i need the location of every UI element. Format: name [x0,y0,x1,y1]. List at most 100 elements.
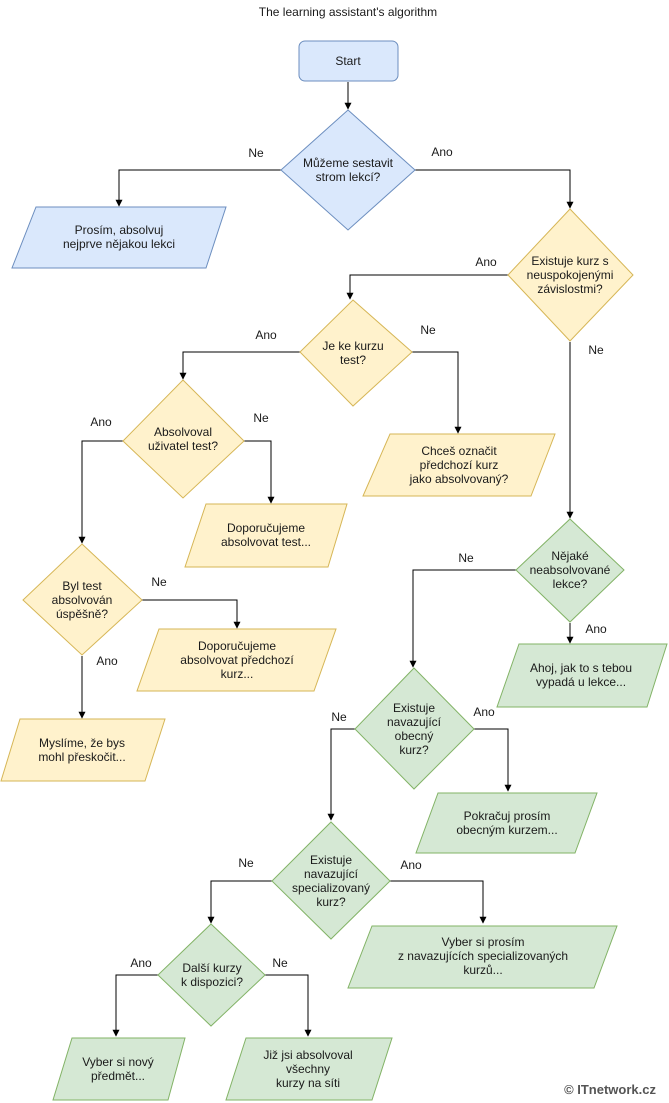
edge-test-no [412,351,462,434]
label-line: závislostmi? [537,282,603,296]
edge-label-unfinished-yes: Ano [585,622,607,636]
edge-general-yes [474,728,512,792]
label-line: Myslíme, že bys [39,736,125,750]
label-line: Byl test [62,579,102,593]
label-line: všechny [286,1062,330,1076]
edge-general-no [327,728,355,821]
label-line: nejprve nějakou lekci [63,237,175,251]
label-line: k dispozici? [181,975,243,989]
edge-test-yes [179,351,300,380]
edge-label-special-no: Ne [238,856,254,870]
label-line: předmět... [91,1069,145,1083]
edge-label-unsat-no: Ne [588,343,604,357]
label-line: Je ke kurzu [322,339,383,353]
label-line: jako absolvovaný? [409,472,509,486]
edge-more-no [265,974,312,1037]
label-line: Start [335,54,361,68]
edge-unfinished-no [409,569,516,668]
label-line: kurz? [399,743,429,757]
label-line: obecným kurzem... [456,823,557,837]
label-line: Existuje [393,701,435,715]
edge-tree-yes [415,169,574,209]
label-line: uživatel test? [148,439,218,453]
edge-special-yes [390,880,487,924]
label-line: Vyber si prosím [442,935,525,949]
edge-labels: Ne Ano Ano Ne Ano Ne Ano Ne Ne Ano Ne An… [90,145,607,970]
edges [78,82,574,1037]
edge-label-passed-yes: Ano [96,654,118,668]
edge-label-tree-yes: Ano [431,145,453,159]
label-line: absolvovat test... [221,535,311,549]
label-line: strom lekcí? [316,170,381,184]
label-line: Existuje [310,853,352,867]
label-line: vypadá u lekce... [536,675,626,689]
watermark: © ITnetwork.cz [564,1082,656,1097]
edge-label-more-yes: Ano [130,956,152,970]
label-line: Doporučujeme [227,521,305,535]
label-line: Nějaké [551,549,589,563]
edge-passed-no [142,599,241,629]
label-line: Ahoj, jak to s tebou [530,661,632,675]
edge-label-usertest-no: Ne [253,411,269,425]
label-line: lekce? [553,577,588,591]
label-line: neabsolvované [530,563,611,577]
edge-special-no [207,880,272,924]
label-line: absolvovat předchozí [180,653,294,667]
label-line: test? [340,353,366,367]
diagram-title: The learning assistant's algorithm [259,5,437,19]
label-line: navazující [304,867,359,881]
label-line: Můžeme sestavit [303,156,394,170]
label-line: Vyber si nový [82,1055,154,1069]
edge-label-passed-no: Ne [151,575,167,589]
label-line: mohl přeskočit... [38,750,125,764]
edge-label-test-yes: Ano [255,328,277,342]
edge-unsat-yes [346,274,508,300]
label-line: Další kurzy [182,961,241,975]
node-start: Start [298,40,399,82]
label-line: Absolvoval [154,425,212,439]
label-line: navazující [387,715,442,729]
label-line: předchozí kurz [420,458,499,472]
edge-label-general-yes: Ano [473,705,495,719]
label-line: kurzy na síti [276,1076,340,1090]
label-line: Pokračuj prosím [464,809,551,823]
label-line: úspěšně? [56,607,108,621]
label-line: kurz... [221,667,254,681]
edge-label-unfinished-no: Ne [458,551,474,565]
label-line: Existuje kurz s [531,254,608,268]
edge-label-tree-no: Ne [248,146,264,160]
label-line: specializovaný [292,881,370,895]
label-line: Doporučujeme [198,639,276,653]
edge-more-yes [112,974,158,1037]
label-line: kurz? [316,895,346,909]
label-line: obecný [395,729,434,743]
